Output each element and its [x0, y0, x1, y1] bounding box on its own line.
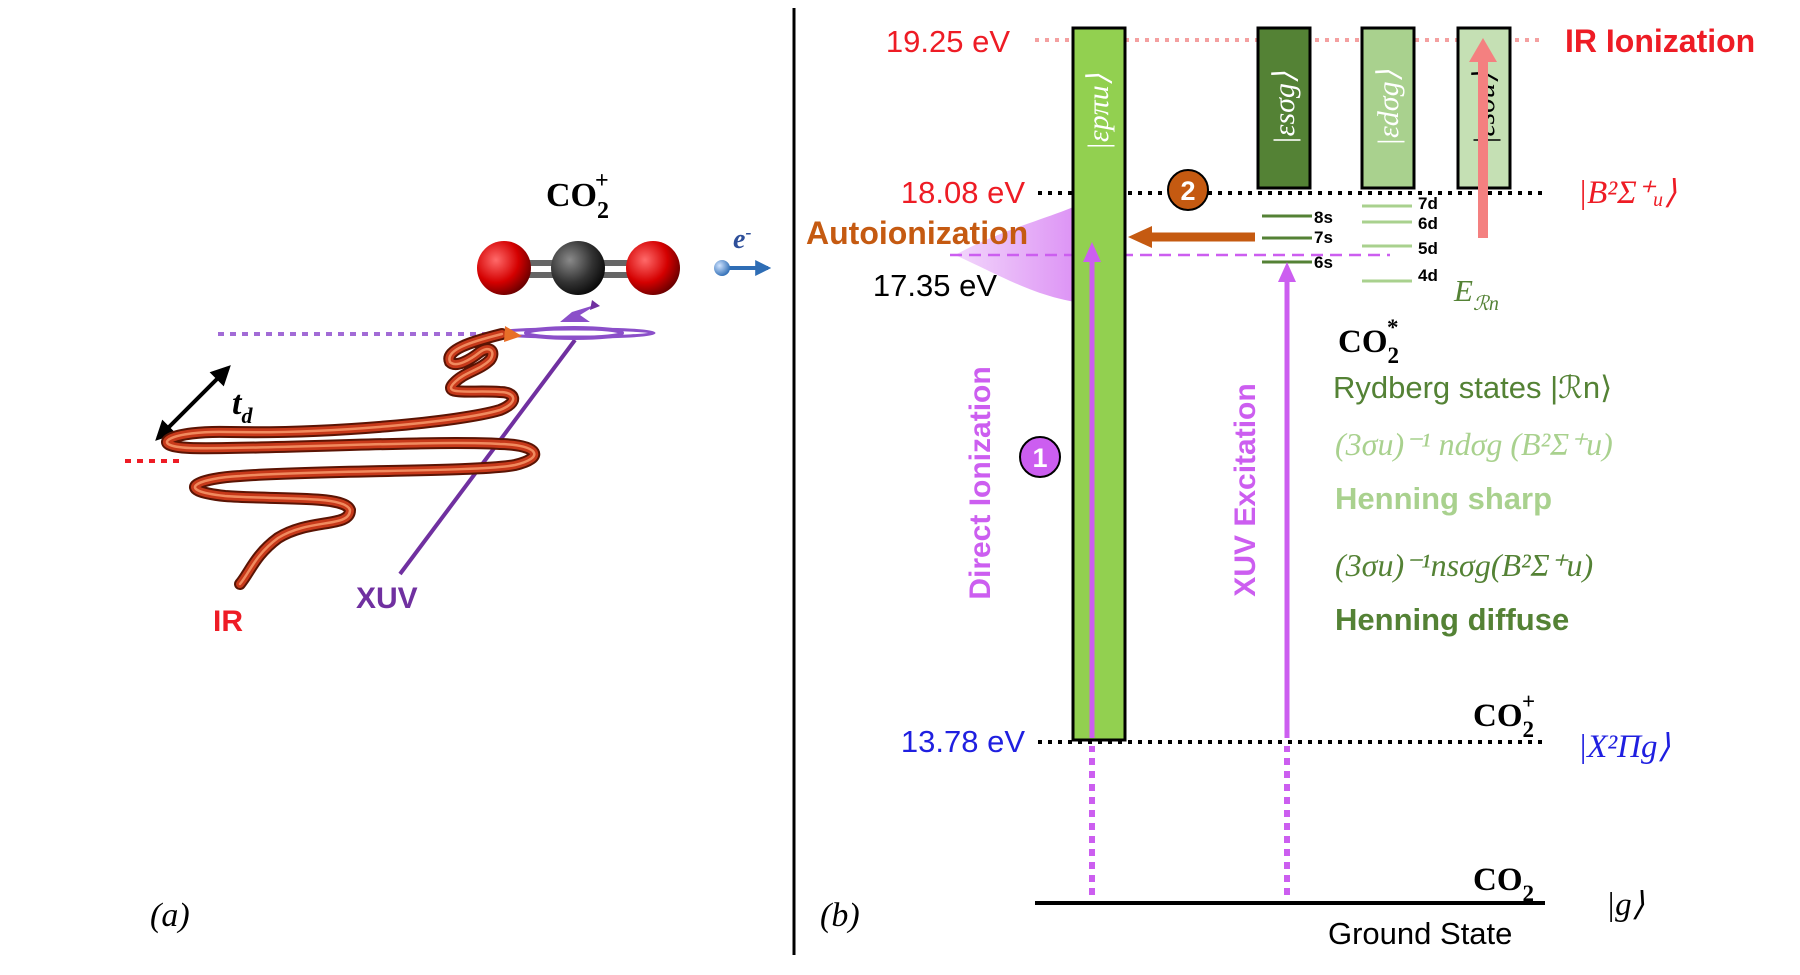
co2-molecule — [477, 241, 680, 295]
panel-a-label: (a) — [150, 897, 190, 934]
continuum-bar-edg — [1360, 26, 1416, 190]
direct-ionization-label: Direct Ionization — [964, 366, 997, 599]
svg-text:1: 1 — [1032, 443, 1047, 473]
rydberg-6d: 6d — [1418, 214, 1438, 233]
xuv-pulse — [492, 300, 656, 340]
panel-b-label: (b) — [820, 897, 860, 934]
delay-label: td — [232, 385, 253, 428]
rydberg-states-label: Rydberg states |ℛn⟩ — [1333, 370, 1612, 405]
henning-sharp-config: (3σu)⁻¹ ndσg (B²Σ⁺u) — [1335, 426, 1613, 462]
continuum-bar-esg — [1256, 26, 1312, 190]
x-state-ket: |X²Πg⟩ — [1578, 729, 1670, 765]
oxygen-atom-right — [626, 241, 680, 295]
panel-a: td IR XUV CO2+ — [125, 168, 772, 934]
ir-ionization-label: IR Ionization — [1565, 23, 1755, 59]
co2-star-label: CO2* — [1338, 315, 1399, 368]
continuum-label-epi: |εpπu⟩ — [1082, 73, 1115, 150]
rydberg-7d: 7d — [1418, 194, 1438, 213]
b-state-ket: |B²Σ⁺ᵤ⟩ — [1578, 175, 1677, 211]
henning-sharp-label: Henning sharp — [1335, 481, 1552, 516]
electron-icon — [714, 260, 772, 276]
rydberg-energy-label: Eℛn — [1453, 273, 1499, 315]
energy-19-25: 19.25 eV — [886, 24, 1010, 59]
rydberg-5d: 5d — [1418, 239, 1438, 258]
autoionization-resonance-shape — [955, 195, 1098, 305]
henning-diffuse-label: Henning diffuse — [1335, 602, 1569, 637]
rydberg-d-levels: 7d 6d 5d 4d — [1362, 194, 1438, 285]
molecule-label: CO2+ — [546, 168, 609, 224]
rydberg-6s: 6s — [1314, 253, 1333, 272]
henning-diffuse-config: (3σu)⁻¹nsσg(B²Σ⁺u) — [1335, 547, 1593, 583]
continuum-bar-epi — [1071, 26, 1127, 742]
rydberg-s-levels: 8s 7s 6s — [1262, 208, 1333, 272]
marker-1: 1 — [1019, 436, 1061, 478]
ground-ket: |g⟩ — [1606, 887, 1645, 923]
ir-pulse — [161, 326, 541, 590]
marker-2: 2 — [1167, 169, 1209, 211]
rydberg-7s: 7s — [1314, 228, 1333, 247]
co2-ion-label: CO2+ — [1473, 689, 1535, 742]
continuum-label-edg: |εdσg⟩ — [1372, 69, 1405, 146]
panel-b: 19.25 eV 18.08 eV 17.35 eV 13.78 eV IR I… — [806, 23, 1755, 951]
xuv-beam — [398, 338, 577, 576]
energy-17-35: 17.35 eV — [873, 268, 997, 303]
co2-ground-label: CO2 — [1473, 862, 1534, 906]
rydberg-8s: 8s — [1314, 208, 1333, 227]
autoionization-label: Autoionization — [806, 215, 1028, 251]
energy-13-78: 13.78 eV — [901, 724, 1025, 759]
xuv-label: XUV — [356, 582, 418, 615]
ir-label: IR — [213, 605, 243, 638]
xuv-excitation-label: XUV Excitation — [1229, 383, 1262, 596]
electron-label: e- — [733, 222, 751, 255]
carbon-atom — [551, 241, 605, 295]
rydberg-4d: 4d — [1418, 266, 1438, 285]
svg-text:2: 2 — [1180, 176, 1195, 206]
energy-18-08: 18.08 eV — [901, 175, 1025, 210]
continuum-label-esg: |εsσg⟩ — [1268, 71, 1301, 145]
ground-state-label: Ground State — [1328, 916, 1512, 951]
delay-arrow — [155, 365, 231, 441]
oxygen-atom-left — [477, 241, 531, 295]
